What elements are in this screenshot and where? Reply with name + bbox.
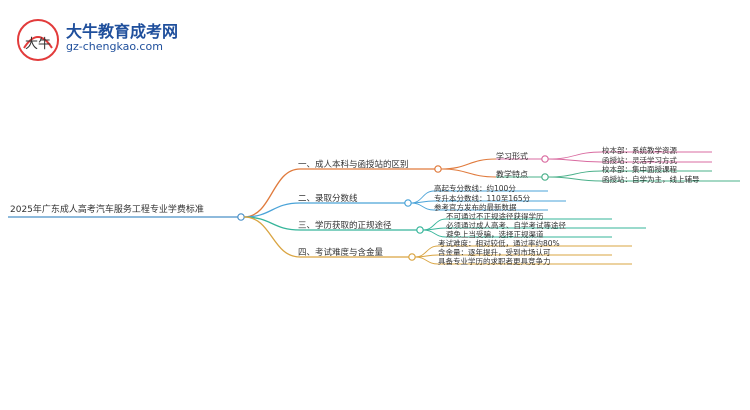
root-node-label: 2025年广东成人高考汽车服务工程专业学费标准 xyxy=(10,205,204,215)
leaf-2-2-label: 专升本分数线：110至165分 xyxy=(434,194,531,203)
leaf-1-1-1-label: 校本部：系统教学资源 xyxy=(602,146,677,155)
leaf-2-3-connector xyxy=(410,202,435,211)
branch-4-label: 四、考试难度与含金量 xyxy=(298,248,384,258)
branch-2-node[interactable] xyxy=(404,199,412,207)
branch-3-label: 三、学历获取的正规途径 xyxy=(298,221,392,231)
leaf-3-1-label: 不可通过不正规途径获得学历 xyxy=(446,212,544,221)
branch-4-node[interactable] xyxy=(408,253,416,261)
leaf-4-2-connector xyxy=(414,254,439,258)
leaf-2-1-label: 高起专分数线：约100分 xyxy=(434,184,516,193)
sub-1-1-connector xyxy=(440,158,497,170)
site-url: gz-chengkao.com xyxy=(66,40,163,53)
root-node[interactable] xyxy=(237,213,245,221)
branch-3-node[interactable] xyxy=(416,226,424,234)
logo-mark-icon: 大牛 xyxy=(17,19,59,61)
leaf-3-2-label: 必须通过成人高考、自学考试等途径 xyxy=(446,221,566,230)
leaf-3-2-connector xyxy=(422,227,447,231)
leaf-4-1-label: 考试难度：相对较低，通过率约80% xyxy=(438,239,560,248)
branch-4-connector xyxy=(243,216,301,258)
logo-glyph: 大牛 xyxy=(25,37,51,52)
leaf-1-2-1-label: 校本部：集中面授课程 xyxy=(602,165,677,174)
branch-2-label: 二、录取分数线 xyxy=(298,194,358,204)
sub-1-1-label: 学习形式 xyxy=(496,152,528,161)
leaf-1-2-2-connector xyxy=(547,176,603,182)
leaf-3-3-connector xyxy=(422,229,447,238)
site-title: 大牛教育成考网 xyxy=(66,22,179,41)
branch-2-connector xyxy=(243,202,301,218)
branch-1-node[interactable] xyxy=(434,165,442,173)
sub-1-2-label: 教学特点 xyxy=(496,170,528,179)
leaf-1-2-1-connector xyxy=(547,170,603,178)
sub-1-1-node[interactable] xyxy=(541,155,549,163)
leaf-2-3-label: 参考官方发布的最新数据 xyxy=(434,203,517,212)
branch-1-label: 一、成人本科与函授站的区别 xyxy=(298,160,409,170)
leaf-4-2-label: 含金量：逐年提升，受到市场认可 xyxy=(438,248,551,257)
branch-1-connector xyxy=(243,168,301,218)
leaf-4-3-connector xyxy=(414,256,439,265)
sub-1-2-node[interactable] xyxy=(541,173,549,181)
leaf-1-2-2-label: 函授站：自学为主，线上辅导 xyxy=(602,175,700,184)
site-logo[interactable]: 大牛 大牛教育成考网 gz-chengkao.com xyxy=(16,16,256,64)
leaf-1-1-1-connector xyxy=(547,151,603,160)
leaf-1-1-2-label: 函授站：灵活学习方式 xyxy=(602,156,677,165)
leaf-1-1-2-connector xyxy=(547,158,603,163)
sub-1-2-connector xyxy=(440,168,497,178)
leaf-3-3-label: 避免上当受骗，选择正规渠道 xyxy=(446,230,544,239)
leaf-4-3-label: 具备专业学历的求职者更具竞争力 xyxy=(438,257,551,266)
